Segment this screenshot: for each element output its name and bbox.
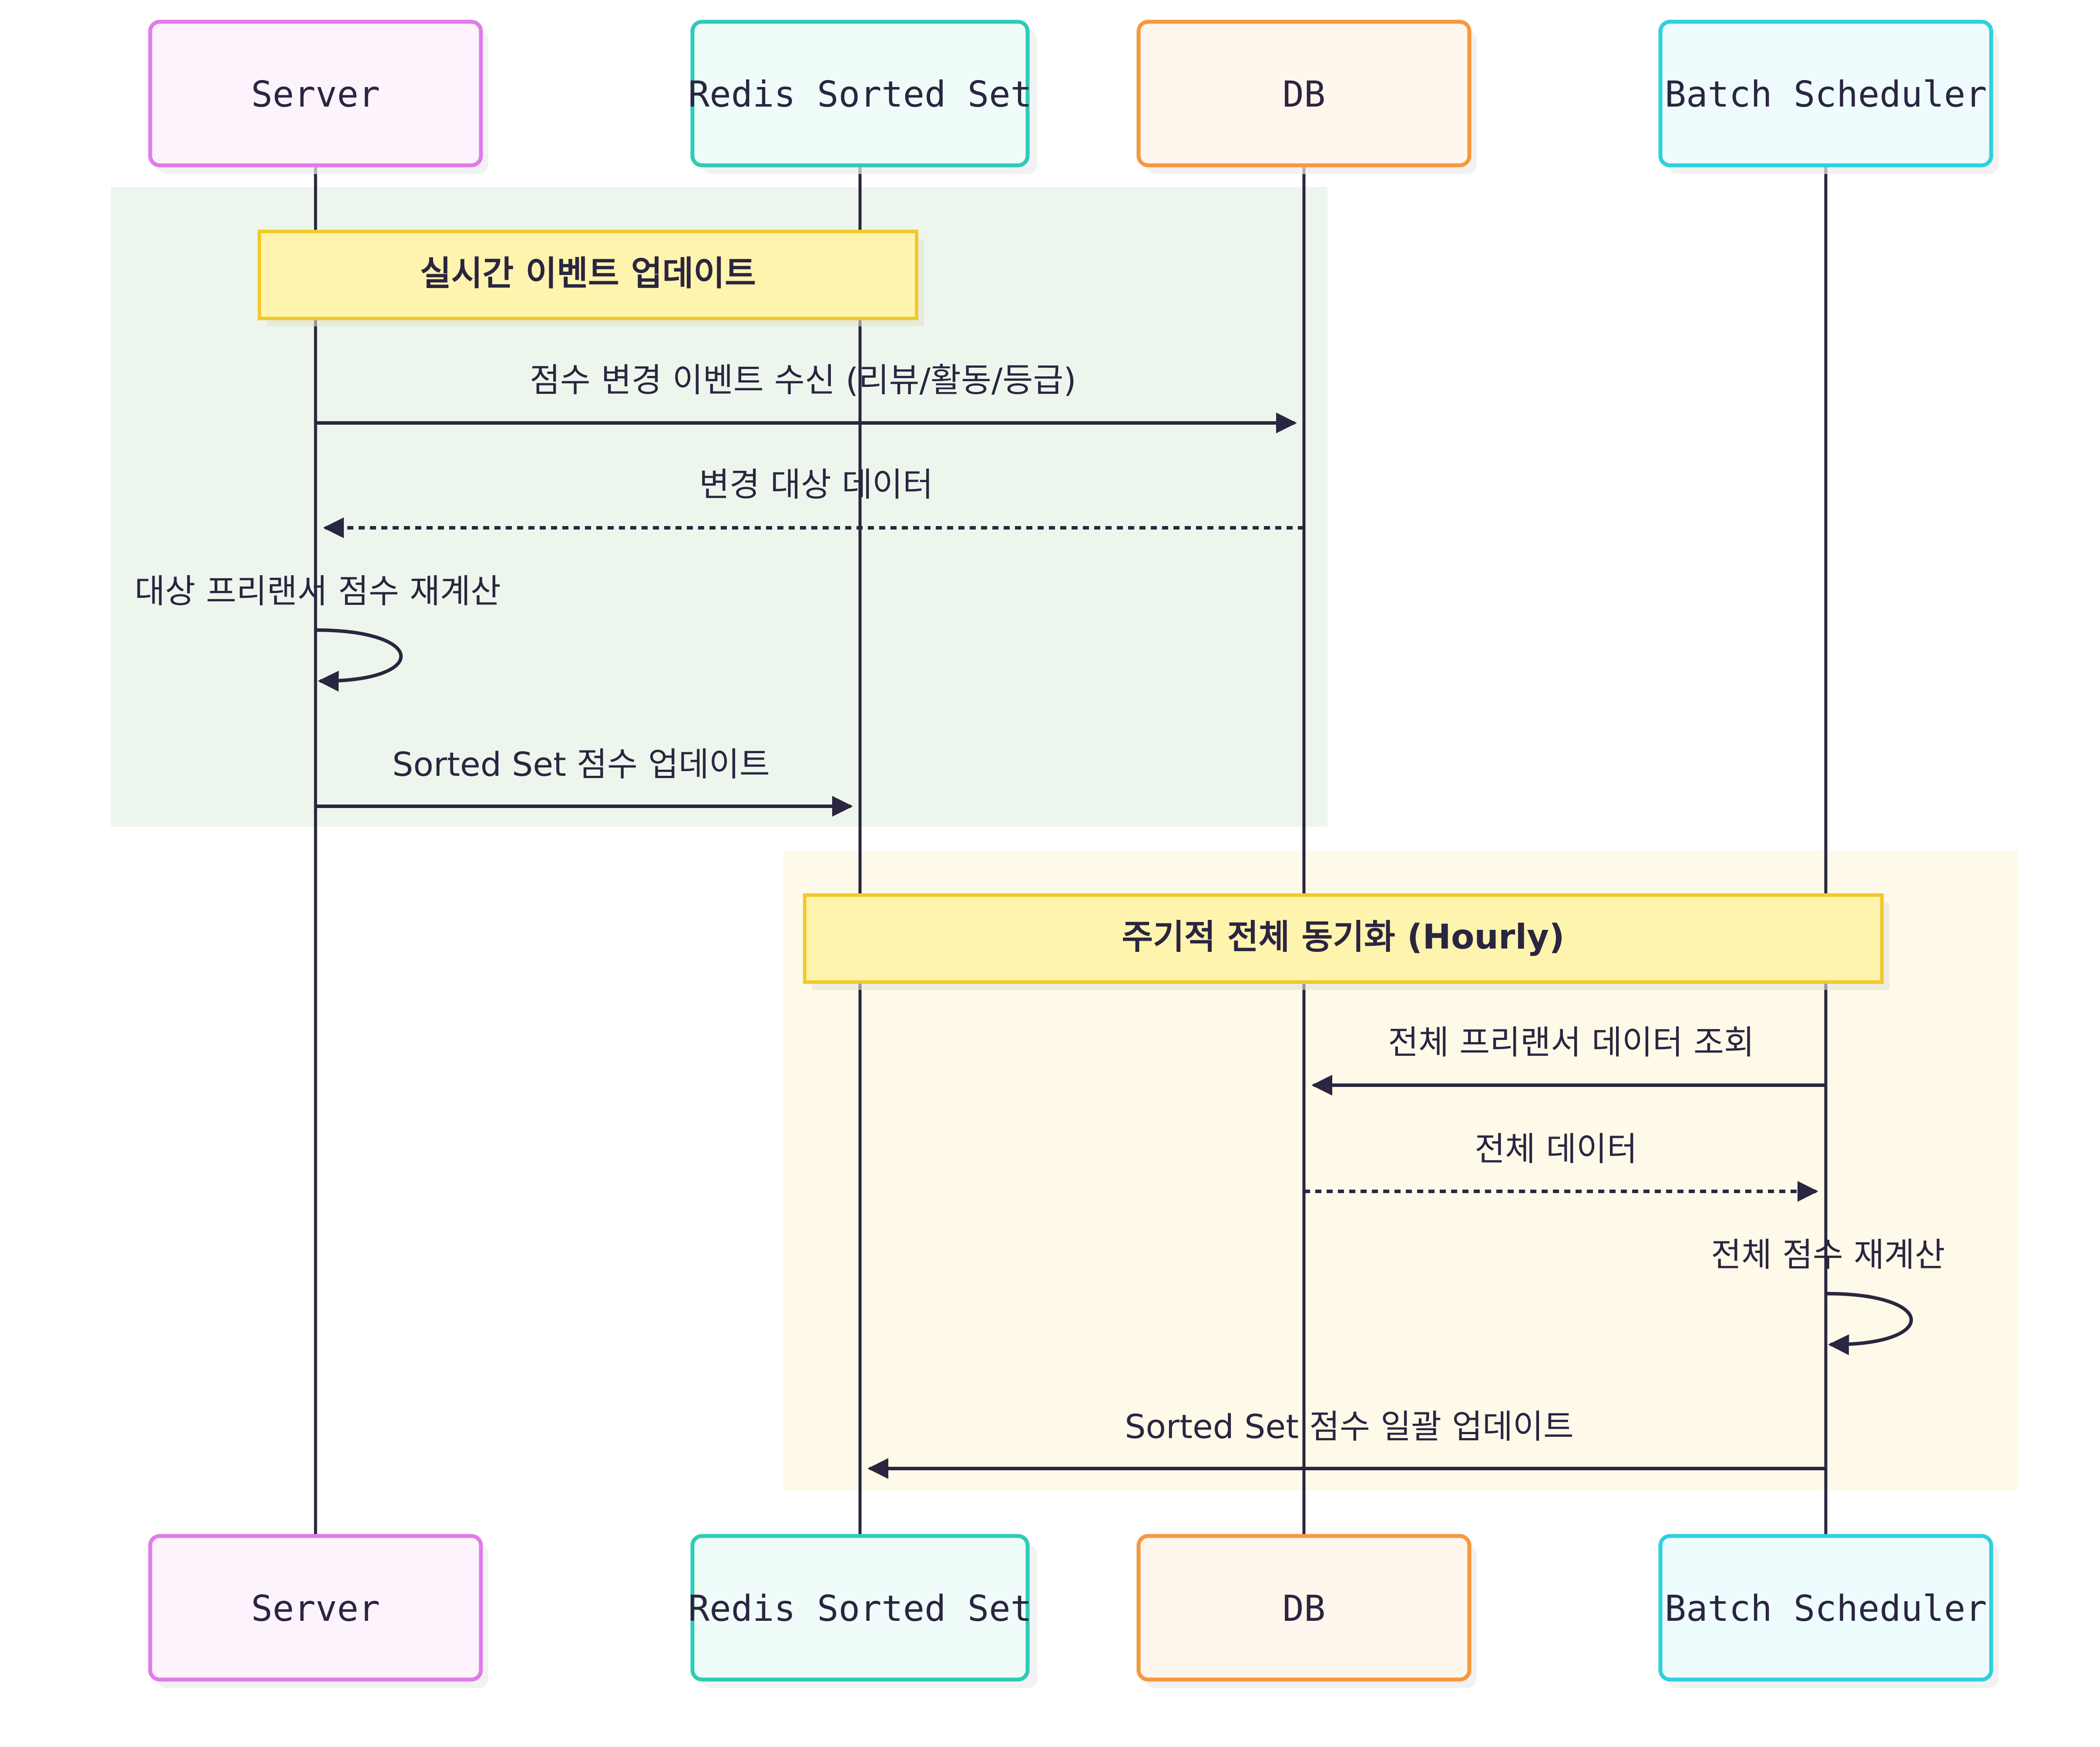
message-label: 대상 프리랜서 점수 재계산 xyxy=(134,572,501,610)
actor-db-label: DB xyxy=(1283,1588,1326,1630)
note-realtime: 실시간 이벤트 업데이트 xyxy=(258,230,924,326)
actor-db-bottom[interactable]: DB xyxy=(1136,1534,1477,1688)
note-hourly: 주기적 전체 동기화 (Hourly) xyxy=(803,893,1889,990)
actor-batch-label: Batch Scheduler xyxy=(1665,74,1987,115)
actor-server-label: Server xyxy=(251,1588,380,1630)
actor-redis-top[interactable]: Redis Sorted Set xyxy=(688,20,1037,174)
message-label: 변경 대상 데이터 xyxy=(699,465,933,504)
actor-db-top[interactable]: DB xyxy=(1136,20,1477,174)
message-label: Sorted Set 점수 일괄 업데이트 xyxy=(1125,1407,1574,1446)
message-label: 전체 데이터 xyxy=(1475,1130,1637,1168)
actor-redis-label: Redis Sorted Set xyxy=(688,1588,1032,1630)
self-message-arrow xyxy=(1825,1292,1913,1355)
actor-redis-label: Redis Sorted Set xyxy=(688,74,1032,115)
actor-redis-bottom[interactable]: Redis Sorted Set xyxy=(688,1534,1037,1688)
message-label: 전체 점수 재계산 xyxy=(1711,1235,1945,1274)
message-label: Sorted Set 점수 업데이트 xyxy=(392,745,770,784)
message-label: 전체 프리랜서 데이터 조회 xyxy=(1388,1023,1754,1062)
message-label: 점수 변경 이벤트 수신 (리뷰/활동/등급) xyxy=(530,361,1076,399)
note-realtime-text: 실시간 이벤트 업데이트 xyxy=(420,254,756,293)
self-message-arrow xyxy=(315,628,403,692)
actor-server-label: Server xyxy=(251,74,380,115)
actor-batch-label: Batch Scheduler xyxy=(1665,1588,1987,1630)
actor-server-top[interactable]: Server xyxy=(148,20,488,174)
actor-server-bottom[interactable]: Server xyxy=(148,1534,488,1688)
note-hourly-text: 주기적 전체 동기화 (Hourly) xyxy=(1122,918,1564,957)
actor-batch-top[interactable]: Batch Scheduler xyxy=(1658,20,1999,174)
actor-batch-bottom[interactable]: Batch Scheduler xyxy=(1658,1534,1999,1688)
actor-db-label: DB xyxy=(1283,74,1326,115)
